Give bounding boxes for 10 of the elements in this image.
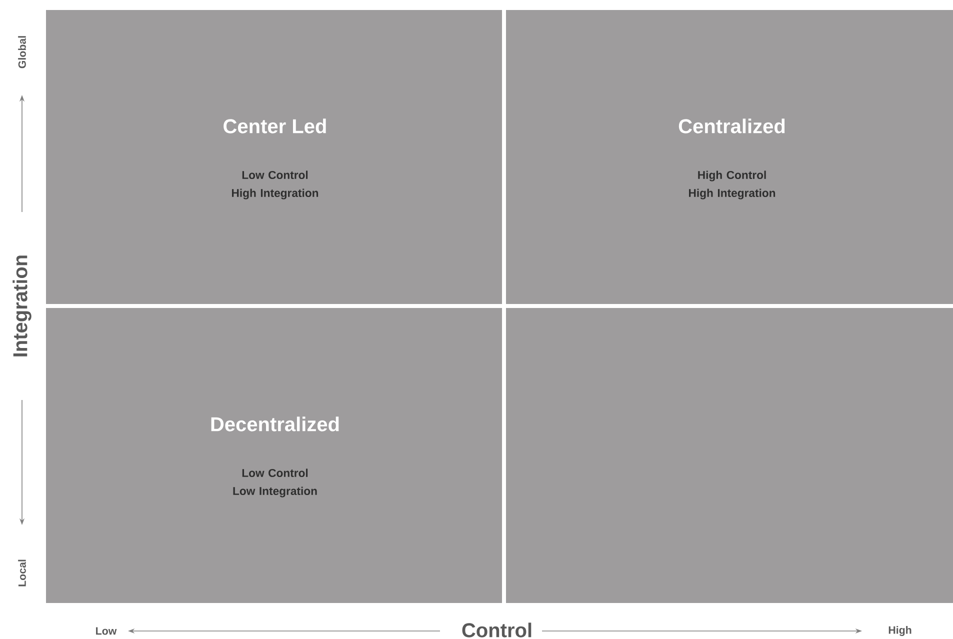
axis-title: Integration: [12, 256, 32, 356]
axis-end-label: Local: [18, 560, 26, 586]
axis-end-label: Low: [96, 627, 117, 635]
axis-end-label: Global: [18, 36, 26, 68]
axis-end-label: High: [888, 626, 912, 636]
quadrant: Centralized High Control High Integration: [506, 10, 953, 304]
quadrant: Center Led Low Control High Integration: [46, 10, 502, 304]
axis-title: Control: [462, 622, 532, 638]
quadrant: Decentralized Low Control Low Integration: [46, 308, 502, 603]
quadrant: [506, 308, 953, 603]
